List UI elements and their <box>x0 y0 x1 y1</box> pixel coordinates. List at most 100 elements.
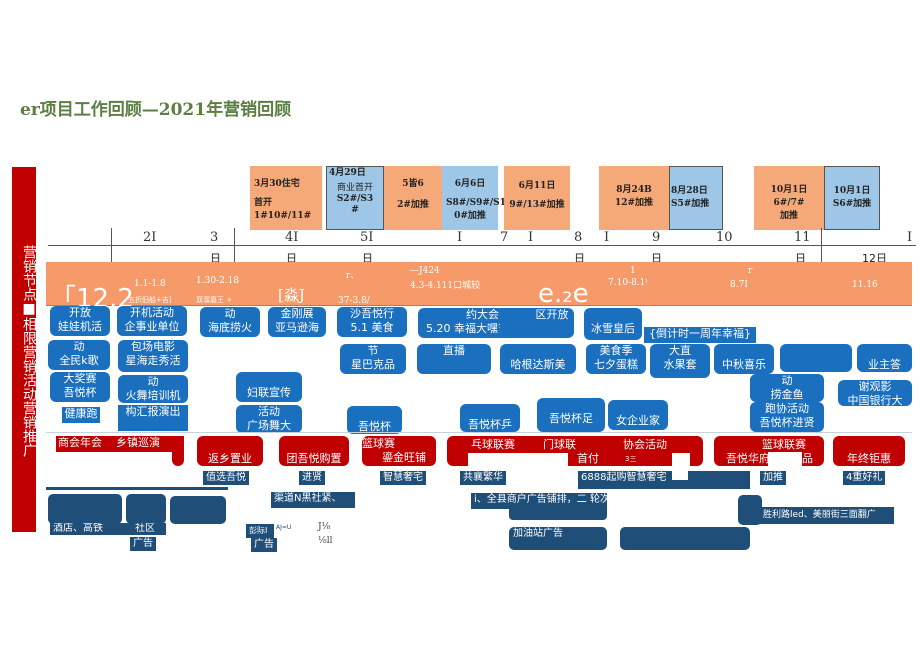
month-day-label: 日 <box>210 252 221 265</box>
milestone-text: 6月6日 <box>454 179 486 189</box>
month-label: I <box>604 230 610 245</box>
milestone-text: S8#/S9#/S1 <box>446 198 506 208</box>
axis-divider <box>111 228 112 262</box>
channel-label: 广告 <box>130 537 156 551</box>
band-date: 11.16 <box>852 280 878 290</box>
activity-box: 女企业家 <box>608 400 668 430</box>
activity-box: 吾悦杯足 <box>537 398 605 432</box>
month-day-label: 日 <box>362 252 373 265</box>
milestone-text: 8月24B <box>616 185 652 195</box>
channel-label: i、全县商户广告铺排，二 轮次 <box>471 493 607 509</box>
band-date: 1.1-1.8 <box>134 279 166 289</box>
month-label: 7 <box>500 230 509 245</box>
activity-red-box: 篮球赛鎏金旺铺 <box>362 436 436 466</box>
milestone-text: S2#/S3 <box>336 194 374 204</box>
milestone-text: 10月1日6#/7# <box>770 185 808 208</box>
band-date: [淼J <box>278 286 305 304</box>
axis-divider <box>821 228 822 262</box>
milestone-box: 10月1日6#/7# 加推 <box>754 166 824 230</box>
milestone-text: 加推 <box>779 211 798 221</box>
channel-box <box>738 495 762 525</box>
white-mask <box>672 453 690 471</box>
month-label: I <box>907 230 913 245</box>
white-mask <box>672 470 688 480</box>
activity-box: 大奖赛吾悦杯 <box>50 372 110 402</box>
activity-box: 吾悦杯 <box>347 406 402 434</box>
channel-box <box>620 527 750 550</box>
channel-label: 胜利路led、美丽街三面翻广 <box>760 507 894 524</box>
milestone-text: S6#加推 <box>832 199 872 209</box>
activity-box: 冰雪皇后 <box>584 308 642 340</box>
activity-red-box: 团吾悦购置 <box>279 436 349 466</box>
white-mask <box>768 452 802 470</box>
milestone-text: 8月28日 <box>671 186 708 196</box>
channel-box <box>126 494 166 524</box>
band-date: 1.30-2.18 <box>196 276 240 286</box>
channel-box <box>509 508 607 520</box>
month-day-label: 12日 <box>862 252 887 265</box>
activity-red-box: 年终钜惠 <box>833 436 905 466</box>
month-label: 8 <box>574 230 583 245</box>
milestone-text: 12#加推 <box>614 198 654 208</box>
activity-box: 包场电影星海走秀活 <box>118 340 188 372</box>
channel-box <box>509 527 607 550</box>
activity-box: 开放娃娃机活 <box>50 306 110 336</box>
month-label: 2I <box>143 230 157 245</box>
activity-box: 跑协活动吾悦杯进贤 <box>750 402 824 432</box>
activity-box: 开机活动企事业单位 <box>117 306 187 336</box>
month-label: 11 <box>794 230 811 245</box>
channel-label: 加油站广告 <box>513 528 563 539</box>
band-date: 8.7I <box>730 280 748 290</box>
activity-box: 妇联宣传 <box>236 372 302 402</box>
activity-box: 动海底捞火 <box>200 307 260 337</box>
activity-box: 直播 <box>417 344 491 374</box>
activity-box: 谢观影中国银行大 <box>838 380 912 406</box>
band-sub: 五折旧船+吉] <box>128 296 172 304</box>
month-label: 3 <box>210 230 219 245</box>
white-mask <box>468 453 568 471</box>
milestone-text: 2#加推 <box>397 200 429 210</box>
promo-tag: 值选吾悦 <box>203 471 249 485</box>
activity-red-box <box>172 436 184 466</box>
milestone-text: 5皆6 <box>402 179 424 189</box>
activity-box: 活动广场舞大 <box>236 405 302 433</box>
milestone-text: # <box>351 205 359 215</box>
timeline-axis <box>48 245 916 246</box>
fragment-text: AJ=U <box>276 524 292 531</box>
fragment-text: J⅛ <box>318 522 331 532</box>
page-title: er项目工作回顾—2021年营销回顾 <box>20 100 292 120</box>
band-date: 4.3-4.111口城较 <box>410 281 481 291</box>
activity-box: 业主答 <box>857 344 912 372</box>
promo-tag: 4重好礼 <box>843 471 886 485</box>
milestone-box: 5皆6 2#加推 <box>384 166 442 230</box>
month-day-label: 日 <box>286 252 297 265</box>
festival-band <box>46 262 912 306</box>
channel-bar <box>46 487 228 490</box>
milestone-text: S5#加推 <box>671 199 710 209</box>
month-label: 10 <box>716 230 733 245</box>
milestone-text: 6月11日 <box>518 181 556 191</box>
band-date: —J424 <box>410 266 440 276</box>
activity-box: 大直水果套 <box>650 344 710 378</box>
activity-box: 节星巴克品 <box>340 344 406 374</box>
activity-box: 构汇报演出 <box>118 405 188 431</box>
activity-box: 动全民k歌 <box>48 340 110 370</box>
month-label: 9 <box>652 230 661 245</box>
activity-box: 动捞金鱼 <box>750 374 824 402</box>
activity-box: {倒计时一周年幸福} <box>644 327 756 343</box>
axis-divider <box>234 228 235 262</box>
channel-label: 社区 <box>124 523 166 535</box>
milestone-box: 6月6日 S8#/S9#/S1 0#加推 <box>442 166 506 230</box>
milestone-text: 首开1#10#/11# <box>254 198 312 221</box>
milestone-text: 10月1日 <box>833 186 871 196</box>
milestone-text: 9#/13#加推 <box>509 200 565 210</box>
month-label: I <box>528 230 534 245</box>
channel-label: 渠道N黑社紧、 <box>271 492 355 508</box>
band-sub: 双溜嘉王 + <box>196 296 233 304</box>
month-label: 4I <box>285 230 299 245</box>
month-day-label: 日 <box>651 252 662 265</box>
promo-tag: 共襄繁华 <box>460 471 506 485</box>
milestone-box: 3月30住宅 首开1#10#/11# <box>250 166 322 230</box>
milestone-text: 0#加推 <box>454 211 486 221</box>
